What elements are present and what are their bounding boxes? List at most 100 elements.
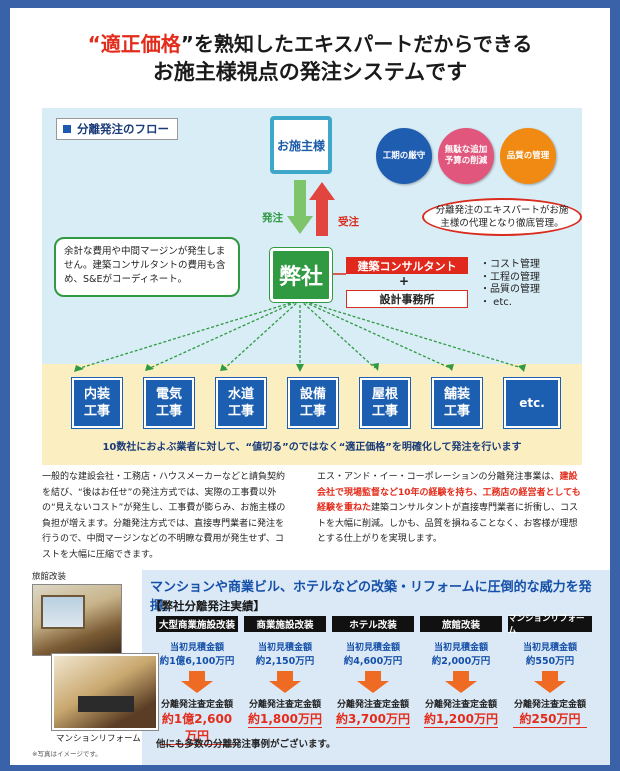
- trade-label: 水道: [227, 387, 254, 402]
- case-card: 旅館改装 当初見積金額 約2,000万円 分離発注査定金額 約1,200万円: [420, 616, 502, 728]
- trade-label: 工事: [227, 404, 254, 419]
- receive-label: 受注: [338, 216, 359, 228]
- estimate-label: 当初見積金額: [433, 643, 488, 653]
- ryokan-photo: [32, 584, 122, 656]
- trade-label: 舗装: [443, 387, 470, 402]
- consultant-label: 建築コンサルタント: [346, 257, 468, 274]
- down-arrow-icon: [177, 671, 217, 693]
- circle-schedule: 工期の厳守: [376, 128, 432, 184]
- body-right-highlight: 建設会社で現場監督など10年の経験を持ち、工務店の経営者としても経験を重ねた: [317, 472, 581, 514]
- headline-rest: ”を熟知したエキスパートだからできる: [180, 32, 533, 56]
- circle-schedule-label: 工期の厳守: [382, 150, 426, 161]
- case-card: 大型商業施設改装 当初見積金額 約1億6,100万円 分離発注査定金額 約1億2…: [156, 616, 238, 745]
- results-background: [142, 570, 610, 765]
- trade-equipment: 設備工事: [287, 377, 339, 429]
- case-category: マンションリフォーム: [508, 614, 592, 636]
- order-arrow-icon: [287, 180, 313, 234]
- estimate-label: 当初見積金額: [522, 643, 577, 653]
- circle-budget-label: 無駄な追加予算の削減: [444, 145, 488, 166]
- image-note: ※写真はイメージです。: [32, 750, 102, 758]
- trade-plumbing: 水道工事: [215, 377, 267, 429]
- flow-title: 分離発注のフロー: [56, 118, 178, 140]
- trade-label: 工事: [155, 404, 182, 419]
- estimate-value: 約2,000万円: [431, 656, 491, 667]
- trade-label: 電気: [155, 387, 182, 402]
- trade-etc: etc.: [503, 377, 561, 429]
- down-arrow-icon: [353, 671, 393, 693]
- body-right-text: エス・アンド・イー・コーポレーションの分離発注事業は、: [317, 472, 560, 482]
- down-arrow-icon: [441, 671, 481, 693]
- order-amount-label: 分離発注査定金額: [513, 700, 586, 710]
- case-card: 商業施設改装 当初見積金額 約2,150万円 分離発注査定金額 約1,800万円: [244, 616, 326, 728]
- down-arrow-icon: [265, 671, 305, 693]
- trade-label: 工事: [443, 404, 470, 419]
- management-item: ・ etc.: [480, 296, 512, 308]
- headline-line1: “適正価格”を熟知したエキスパートだからできる: [10, 30, 610, 58]
- trade-paving: 舗装工事: [431, 377, 483, 429]
- plus-sign: +: [399, 274, 410, 288]
- body-left: 一般的な建設会社・工務店・ハウスメーカーなどと請負契約を結び、“後はお任せ”の発…: [42, 472, 286, 560]
- trade-label: etc.: [519, 395, 545, 410]
- case-category: 商業施設改装: [244, 616, 326, 632]
- order-amount-label: 分離発注査定金額: [160, 700, 233, 710]
- estimate-value: 約1億6,100万円: [159, 656, 235, 667]
- trade-label: 設備: [299, 387, 326, 402]
- estimate-label: 当初見積金額: [169, 643, 224, 653]
- photo1-label: 旅館改装: [32, 572, 67, 582]
- management-list: ・コスト管理 ・工程の管理 ・品質の管理 ・ etc.: [480, 259, 540, 309]
- receive-arrow-icon: [309, 182, 335, 236]
- headline: “適正価格”を熟知したエキスパートだからできる お施主様視点の発注システムです: [10, 30, 610, 86]
- order-amount-value: 約3,700万円: [336, 712, 410, 728]
- trade-connectors: [79, 299, 523, 369]
- estimate-label: 当初見積金額: [257, 643, 312, 653]
- photo2-label: マンションリフォーム: [56, 734, 141, 744]
- headline-highlight: 適正価格: [100, 32, 181, 56]
- trade-label: 内装: [83, 387, 110, 402]
- trade-label: 屋根: [371, 387, 398, 402]
- case-category: ホテル改装: [332, 616, 414, 632]
- flow-caption: 10数社におよぶ業者に対して、“値切る”のではなく“適正価格”を明確化して発注を…: [102, 442, 522, 453]
- estimate-value: 約4,600万円: [343, 656, 403, 667]
- trade-arrowheads: [74, 363, 526, 372]
- estimate-label: 当初見積金額: [345, 643, 400, 653]
- mansion-photo: [51, 653, 159, 731]
- flyer-page: “適正価格”を熟知したエキスパートだからできる お施主様視点の発注システムです …: [10, 8, 610, 765]
- expert-bubble: 分離発注のエキスパートがお施主様の代理となり徹底管理。: [422, 198, 582, 236]
- headline-line2: お施主様視点の発注システムです: [152, 60, 468, 84]
- flow-connectors: [74, 180, 526, 372]
- management-item: ・コスト管理: [480, 259, 540, 270]
- management-item: ・品質の管理: [480, 284, 540, 295]
- management-item: ・工程の管理: [480, 271, 540, 283]
- order-amount-label: 分離発注査定金額: [424, 700, 497, 710]
- down-arrow-icon: [530, 671, 570, 693]
- order-amount-value: 約250万円: [513, 710, 587, 728]
- headline-quote-open: “: [87, 32, 101, 56]
- order-amount-value: 約1,200万円: [424, 712, 498, 728]
- circle-quality-label: 品質の管理: [506, 150, 550, 161]
- window-illustration: [41, 595, 85, 629]
- trade-label: 工事: [83, 404, 110, 419]
- estimate-value: 約550万円: [525, 656, 575, 667]
- trade-label: 工事: [371, 404, 398, 419]
- client-box: お施主様: [270, 116, 332, 174]
- expert-bubble-text: 分離発注のエキスパートがお施主様の代理となり徹底管理。: [435, 205, 569, 229]
- results-footnote: 他にも多数の分離発注事例がございます。: [156, 739, 336, 750]
- case-card: ホテル改装 当初見積金額 約4,600万円 分離発注査定金額 約3,700万円: [332, 616, 414, 728]
- flow-title-text: 分離発注のフロー: [77, 122, 169, 136]
- trade-interior: 内装工事: [71, 377, 123, 429]
- results-title: 【弊社分離発注実績】: [150, 599, 265, 613]
- square-bullet-icon: [63, 125, 71, 133]
- body-right-text: 建築コンサルタントが直接専門業者に折衝し、コストを大幅に削減。しかも、品質を損ね…: [317, 503, 579, 545]
- order-amount-label: 分離発注査定金額: [336, 700, 409, 710]
- trade-electrical: 電気工事: [143, 377, 195, 429]
- company-box: 弊社: [269, 247, 333, 303]
- left-note: 余計な費用や中間マージンが発生しません。建築コンサルタントの費用も含め、S&Eが…: [54, 237, 240, 297]
- trade-roofing: 屋根工事: [359, 377, 411, 429]
- case-category: 旅館改装: [420, 616, 502, 632]
- trade-label: 工事: [299, 404, 326, 419]
- table-illustration: [78, 696, 134, 712]
- results-headline: マンションや商業ビル、ホテルなどの改築・リフォームに圧倒的な威力を発揮。: [150, 580, 592, 614]
- order-amount-value: 約1億2,600万円: [160, 712, 234, 745]
- order-label: 発注: [262, 212, 283, 224]
- order-amount-value: 約1,800万円: [248, 712, 322, 728]
